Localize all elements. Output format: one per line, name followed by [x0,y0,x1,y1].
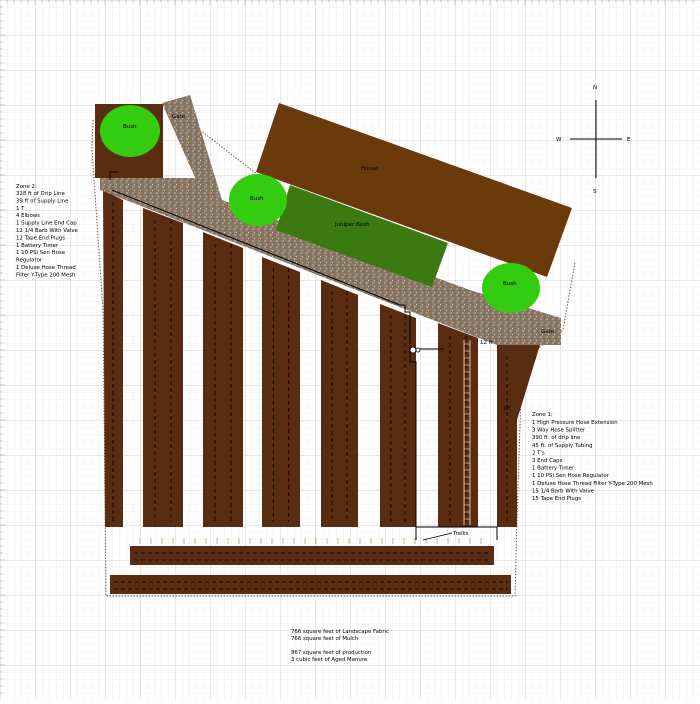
zone2-line: 1 Deluxe Hose Thread [16,265,76,271]
bed-8 [497,345,540,527]
zone2-line: 12 1/4 Barb With Valve [16,228,79,234]
trellis-label: Trellis [452,531,469,537]
zone1-line: 390 ft. of drip line [532,435,581,441]
supply-line [109,171,498,540]
zone2-line: Filter Y-Type 200 Mesh [16,272,75,278]
bottom-bed-1 [130,546,494,565]
zone1-line: 45 ft. of Supply Tubing [532,443,593,449]
trellis-ladder [463,340,471,525]
zone1-line: 1 High Pressure Hose Extension [532,420,618,426]
bush-nw-label: Bush [123,124,137,130]
totals-line: 766 square feet of Landscape Fabric [291,629,389,635]
zone1-line: 15 Tape End Plugs [532,496,581,502]
zone1-line: 1 10 PSI Sen Hose Regulator [532,473,610,479]
zone1-line: 3 Way Hose Splitter [532,428,586,434]
gate-east-label: Gate [541,329,555,335]
drip-lines [112,202,508,590]
compass-s: S [593,189,597,195]
zone2-line: 1 Battery Timer [16,243,59,249]
valve-icon [415,347,421,353]
house [256,103,572,277]
zone1-line: 3 End Caps [532,458,563,464]
compass-rose: N S E W [556,85,631,195]
bed-3 [203,232,243,527]
juniper-bush [276,185,448,287]
bush-east-label: Bush [503,281,517,287]
bed-7 [438,323,478,527]
gate-north-label: Gate [172,114,186,120]
gravel-path-diagonal [100,178,561,345]
bed-5 [321,280,358,527]
zone2-line: 328 ft of Drip Line [16,191,65,197]
trellis-pointer [422,532,453,541]
zone1-line: 1 Deluxe Hose Thread Filter Y-Type 200 M… [532,481,653,487]
totals-line: 3 cubic feet of Aged Manure [291,657,368,663]
totals-line: 766 square feet of Mulch [291,636,358,642]
dimension-12ft: 12 ft [480,340,494,346]
compass-n: N [593,85,597,91]
bottom-bed-2 [110,575,511,594]
zone2-line: 1 T [16,206,25,212]
zone2-line: 12 Tape End Plugs [16,235,65,241]
gravel-path-left [162,95,222,200]
zone2-line: 1 Supply Line End Cap [16,221,77,227]
bush-center-label: Bush [250,196,264,202]
juniper-bush-label: Juniper Bush [334,222,370,228]
zone-1-notes: Zone 1: 1 High Pressure Hose Extension 3 … [532,412,653,502]
house-label: House [361,166,379,172]
totals-line: 867 square feet of production [291,650,371,656]
zone2-line: 1 10 PSI Sen Hose [16,250,66,256]
bush-east [482,263,540,313]
zone1-line: 1 Battery Timer [532,466,575,472]
zone2-line: 4 Elbows [16,213,40,219]
bed-4 [262,257,300,527]
vertical-beds [103,190,540,527]
edge-ruler [0,0,694,694]
bed-6 [380,304,416,527]
bush-nw [100,105,160,157]
zone-1-title: Zone 1: [532,412,553,418]
dimension-18ft: 18' [503,406,512,412]
hose-splitter-icon [409,346,417,354]
zone1-line: 15 1/4 Barb With Valve [532,488,595,494]
bush-center [229,174,287,226]
zone1-line: 2 T's [532,450,545,456]
compass-e: E [627,137,631,143]
trellis-spikes [139,538,482,544]
bed-2 [143,208,183,527]
compass-w: W [556,137,562,143]
zone2-line: Regulator [16,258,43,264]
zone-2-title: Zone 2: [16,184,37,190]
zone2-line: 39 ft of Supply Line [16,198,69,204]
